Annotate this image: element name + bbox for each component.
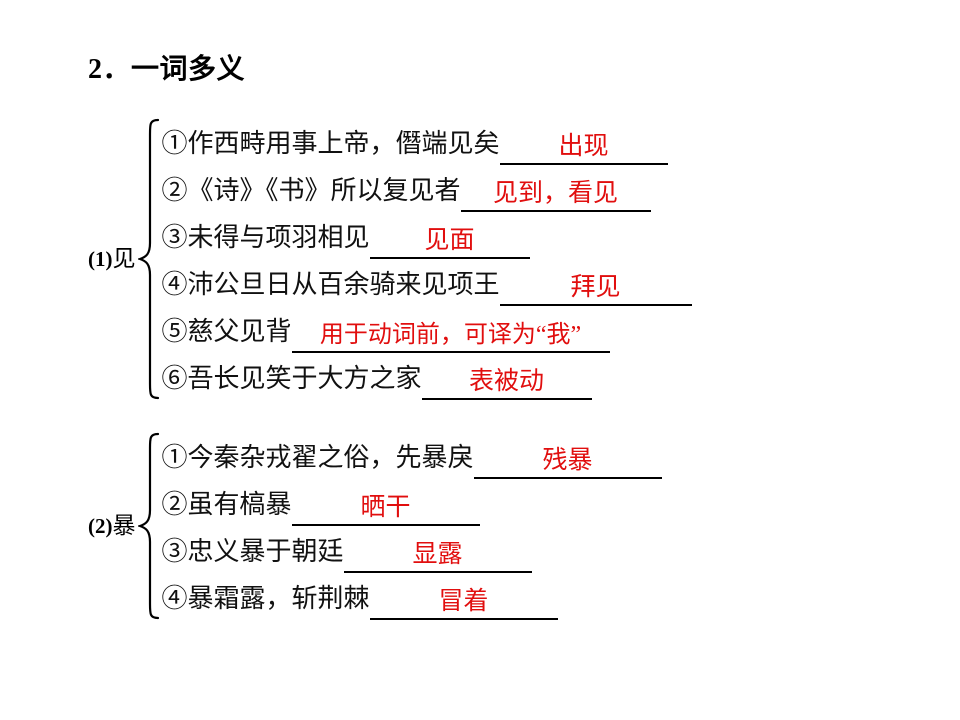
item-sentence: ④沛公旦日从百余骑来见项王 (161, 270, 500, 299)
answer-text: 冒着 (438, 588, 489, 615)
list-item: ④沛公旦日从百余骑来见项王 拜见 (162, 259, 692, 306)
curly-brace-2 (137, 432, 159, 620)
answer-blank[interactable]: 晒干 (291, 488, 480, 526)
list-item: ⑤慈父见背 用于动词前，可译为“我” (162, 306, 692, 353)
list-item: ④暴霜露，斩荆棘 冒着 (162, 573, 662, 620)
item-list-1: ①作西畤用事上帝，僭端见矣 出现 ②《诗》《书》所以复见者 见到，看见 ③未得与项羽… (162, 118, 692, 400)
group-number-1: (1) (88, 247, 113, 271)
answer-blank[interactable]: 拜见 (499, 268, 692, 306)
group-label-1: (1)见 (88, 246, 138, 272)
group-word-2: 暴 (112, 513, 136, 538)
answer-text: 残暴 (542, 447, 593, 474)
answer-blank[interactable]: 显露 (343, 535, 532, 573)
list-item: ②虽有槁暴 晒干 (162, 479, 662, 526)
answer-blank[interactable]: 冒着 (369, 582, 558, 620)
item-list-2: ①今秦杂戎翟之俗，先暴戾 残暴 ②虽有槁暴 晒干 ③忠义暴于朝廷 显露 ④暴霜露，斩荆… (162, 432, 662, 620)
curly-brace-1 (137, 118, 159, 400)
answer-text: 出现 (558, 133, 609, 160)
answer-text: 用于动词前，可译为“我” (319, 322, 582, 348)
answer-blank[interactable]: 残暴 (473, 441, 662, 479)
polysemy-group-bao: (2)暴 ①今秦杂戎翟之俗，先暴戾 残暴 ②虽有槁暴 晒干 ③忠义暴于朝廷 显露 (88, 432, 662, 620)
list-item: ②《诗》《书》所以复见者 见到，看见 (162, 165, 692, 212)
item-sentence: ⑤慈父见背 (161, 317, 292, 346)
answer-text: 显露 (412, 541, 463, 568)
answer-blank[interactable]: 出现 (499, 127, 668, 165)
answer-text: 见面 (424, 227, 475, 254)
answer-text: 拜见 (570, 274, 621, 301)
item-sentence: ①作西畤用事上帝，僭端见矣 (161, 129, 500, 158)
answer-text: 晒干 (360, 494, 411, 521)
answer-blank[interactable]: 用于动词前，可译为“我” (291, 315, 610, 353)
item-sentence: ①今秦杂戎翟之俗，先暴戾 (161, 443, 474, 472)
answer-blank[interactable]: 见到，看见 (460, 174, 651, 212)
item-sentence: ③忠义暴于朝廷 (161, 537, 344, 566)
group-number-2: (2) (88, 514, 113, 538)
item-sentence: ②《诗》《书》所以复见者 (161, 176, 461, 205)
group-word-1: 见 (112, 246, 136, 271)
answer-blank[interactable]: 表被动 (421, 362, 592, 400)
list-item: ①作西畤用事上帝，僭端见矣 出现 (162, 118, 692, 165)
group-label-2: (2)暴 (88, 513, 138, 539)
answer-blank[interactable]: 见面 (369, 221, 530, 259)
polysemy-group-jian: (1)见 ①作西畤用事上帝，僭端见矣 出现 ②《诗》《书》所以复见者 见到，看见 ③… (88, 118, 692, 400)
list-item: ③未得与项羽相见 见面 (162, 212, 692, 259)
item-sentence: ④暴霜露，斩荆棘 (161, 584, 370, 613)
list-item: ③忠义暴于朝廷 显露 (162, 526, 662, 573)
page-title: 2．一词多义 (88, 54, 246, 85)
list-item: ⑥吾长见笑于大方之家 表被动 (162, 353, 692, 400)
list-item: ①今秦杂戎翟之俗，先暴戾 残暴 (162, 432, 662, 479)
item-sentence: ⑥吾长见笑于大方之家 (161, 364, 422, 393)
item-sentence: ②虽有槁暴 (161, 490, 292, 519)
answer-text: 表被动 (469, 368, 545, 395)
answer-text: 见到，看见 (493, 180, 619, 207)
item-sentence: ③未得与项羽相见 (161, 223, 370, 252)
